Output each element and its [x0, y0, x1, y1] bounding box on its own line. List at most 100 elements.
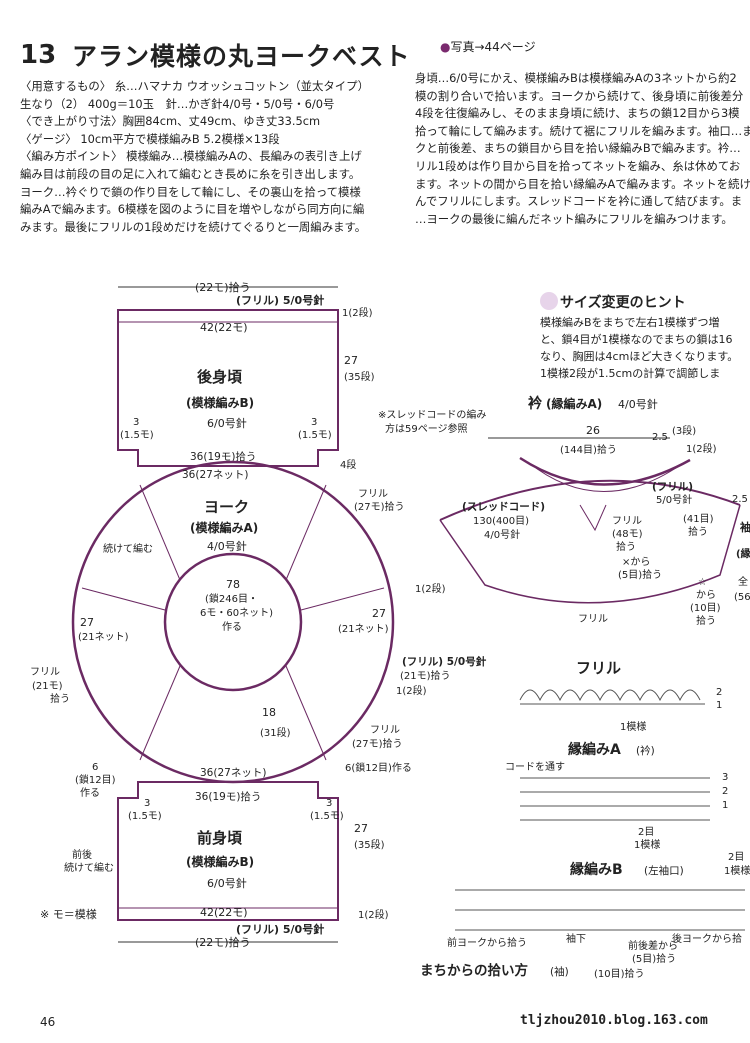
frill-row: 1 — [716, 700, 722, 711]
edge-b-stitches — [455, 889, 745, 931]
front-edge-rows: 1(2段) — [358, 908, 389, 921]
back-body-diagram: (22モ)拾う (フリル) 5/0号針 42(22モ) 後身頃 (模様編みB) … — [117, 280, 375, 471]
text-line: ヨーク…衿ぐりで鎖の作り目をして輪にし、その裏山を拾って模様 — [20, 184, 361, 199]
back-top-pick: (22モ)拾う — [195, 280, 251, 294]
collar-cord3: 4/0号針 — [484, 528, 520, 541]
yoke-frill-br2: (27モ)拾う — [352, 737, 403, 750]
collar-pick144: (144目)拾う — [560, 443, 617, 456]
collar-rows: 1(2段) — [686, 442, 717, 455]
yoke-diagram: 36(27ネット) ヨーク (模様編みA) 4/0号針 78 (鎖246目・ 6… — [30, 460, 487, 784]
yoke-frill-right: (フリル) 5/0号針 — [402, 655, 487, 668]
collar-star2: から — [696, 589, 716, 601]
back-bottom-pick: 36(19モ)拾う — [190, 450, 256, 463]
photo-reference-text: 写真→44ページ — [450, 40, 536, 54]
edge-a-repeat: 2目 — [638, 827, 654, 838]
collar-cut4: 全 — [738, 575, 748, 588]
edge-b-from-10: (10目)拾う — [594, 967, 645, 980]
collar-bottom: フリル — [578, 614, 608, 625]
edge-a-row: 2 — [722, 786, 728, 797]
collar-star3: (10目) — [690, 603, 721, 614]
edge-a-title: 縁編みA — [568, 741, 621, 758]
front-right-w: 3 — [326, 798, 332, 809]
front-width: 42(22モ) — [200, 906, 248, 919]
collar-star4: 拾う — [696, 614, 716, 627]
collar-cut2: 袖 — [740, 520, 750, 534]
back-right-rows: 4段 — [340, 458, 356, 471]
collar-frill-a2: (48モ) — [612, 529, 643, 540]
front-left-chain3: 作る — [80, 787, 100, 799]
edge-a-sub: (衿) — [636, 744, 655, 757]
text-line: ます。ネットの間から目を拾い縁編みAで編みます。ネットを続け — [415, 176, 750, 191]
front-frill: (フリル) 5/0号針 — [236, 922, 324, 936]
yoke-depth: 18 — [262, 706, 276, 719]
collar-frill-a3: 拾う — [616, 540, 636, 553]
text-line: んでフリルにします。スレッドコードを衿に通して結びます。ま — [415, 194, 743, 209]
yoke-center-1: (鎖246目・ — [205, 592, 258, 605]
collar-top-edge — [439, 479, 741, 521]
pattern-number: 13 — [20, 40, 57, 70]
text-line: みます。最後にフリルの1段めだけを続けてぐるりと一周編みます。 — [20, 219, 367, 234]
front-right-m: (1.5モ) — [310, 811, 344, 822]
text-line: 模の割り合いで拾います。ヨークから続けて、後身頃に前後差分 — [415, 88, 744, 103]
text-line: 編みAで編みます。6模様を図のように目を増やしながら同方向に編 — [20, 202, 365, 217]
yoke-continue: 続けて編む — [103, 542, 153, 555]
text-line: 身頃…6/0号にかえ、模様編みBは模様編みAの3ネットから約2 — [415, 71, 737, 85]
bullet-icon: ● — [440, 40, 451, 54]
yoke-side-rows2: 1(2段) — [396, 684, 427, 697]
yoke-needle: 4/0号針 — [207, 539, 247, 553]
legend-note: ※ モ＝模様 — [40, 907, 97, 921]
collar-width: 26 — [586, 424, 600, 437]
frill-repeat: 1模様 — [620, 720, 646, 733]
front-name: 前身頃 — [197, 829, 243, 847]
edge-a-cord: コードを通す — [505, 761, 565, 773]
edge-b-from-front: 前ヨークから拾う — [447, 936, 527, 949]
frill-chart-title: フリル — [576, 659, 621, 677]
edge-b-from-back: 後ヨークから拾 — [672, 932, 742, 945]
text-line: 〈でき上がり寸法〉胸囲84cm、丈49cm、ゆき丈33.5cm — [20, 114, 321, 129]
frill-row: 2 — [716, 687, 722, 698]
yoke-name: ヨーク — [204, 498, 249, 516]
yoke-division — [285, 665, 327, 761]
page-title: アラン模様の丸ヨークベスト — [72, 42, 411, 71]
edge-a-chart: 縁編みA (衿) コードを通す 3 2 1 2目 1模様 — [505, 741, 728, 851]
front-top-pick: 36(19モ)拾う — [195, 790, 261, 803]
yoke-pattern: (模様編みA) — [190, 520, 258, 535]
collar-title: 衿 — [528, 395, 543, 412]
front-left-chain: 6 — [92, 762, 98, 773]
back-right-m: (1.5モ) — [298, 430, 332, 441]
yoke-frill-rt2: (27モ)拾う — [354, 500, 405, 513]
photo-reference: ●写真→44ページ — [440, 38, 536, 55]
front-left-w: 3 — [144, 798, 150, 809]
page-number: 46 — [40, 1015, 56, 1029]
front-right-chain: 6(鎖12目)作る — [345, 761, 412, 774]
back-left-m: (1.5モ) — [120, 430, 154, 441]
text-line: リル1段めは作り目から目を拾ってネットを編み、糸は休めてお — [415, 158, 741, 173]
yoke-top-net: 36(27ネット) — [182, 469, 248, 481]
edge-a-row: 3 — [722, 772, 728, 783]
yoke-frill-right2: (21モ)拾う — [400, 669, 451, 682]
front-side-note: 前後 — [72, 848, 92, 861]
collar-cord: (スレッドコード) — [462, 501, 545, 513]
text-line: クと前後差、まちの鎖目から目を拾い縁編みBで編みます。衿… — [415, 141, 741, 156]
edge-a-repeat2: 1模様 — [634, 838, 660, 851]
text-line: 〈編み方ポイント〉 模様編み…模様編みAの、長編みの表引き上げ — [20, 149, 362, 164]
yoke-frill-left2: (21モ) — [32, 681, 63, 692]
yoke-division — [139, 484, 181, 581]
yoke-frill-left3: 拾う — [50, 692, 70, 705]
front-left-chain2: (鎖12目) — [75, 773, 116, 786]
yoke-center-num: 78 — [226, 578, 240, 591]
yoke-right-size: 27 — [372, 607, 386, 620]
gusset-title: まちからの拾い方 — [420, 962, 528, 979]
watermark: tljzhou2010.blog.163.com — [520, 1013, 708, 1028]
collar-thread-note: ※スレッドコードの編み — [378, 408, 486, 421]
text-line: …ヨークの最後に編んだネット編みにフリルを編みつけます。 — [415, 211, 733, 226]
collar-thread-note2: 方は59ページ参照 — [385, 422, 468, 435]
yoke-division — [300, 587, 385, 611]
collar-cord2: 130(400目) — [473, 516, 529, 527]
yoke-frill-rt: フリル — [358, 489, 388, 500]
text-line: 拾って輪にして編みます。続けて裾にフリルを編みます。袖口…ま — [415, 123, 750, 138]
collar-neck-inner — [527, 461, 683, 492]
yoke-frill-br: フリル — [370, 725, 400, 736]
front-height: 27 — [354, 822, 368, 835]
collar-sts41b: 拾う — [688, 525, 708, 538]
